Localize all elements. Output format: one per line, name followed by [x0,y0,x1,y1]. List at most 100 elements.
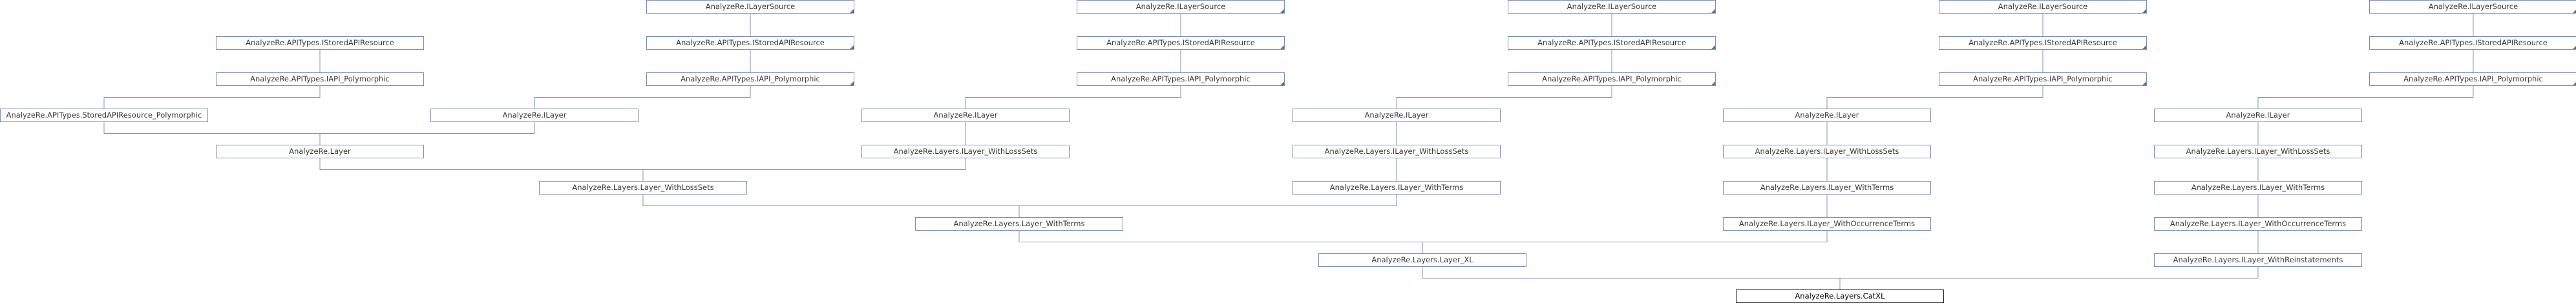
class-node-c5-ilwr[interactable]: AnalyzeRe.Layers.ILayer_WithReinstatemen… [2154,253,2362,267]
class-node-c1-ilayer[interactable]: AnalyzeRe.ILayer [430,109,639,122]
class-node-label: AnalyzeRe.ILayer [2226,110,2290,120]
class-node-label: AnalyzeRe.APITypes.StoredAPIResource_Pol… [6,110,202,120]
class-node-c5-isr[interactable]: AnalyzeRe.APITypes.IStoredAPIResource [2369,36,2576,50]
class-node-c0-layer[interactable]: AnalyzeRe.Layer [216,145,424,158]
class-node-c4-ilwls[interactable]: AnalyzeRe.Layers.ILayer_WithLossSets [1723,145,1931,158]
class-node-c5-ilayer[interactable]: AnalyzeRe.ILayer [2154,109,2362,122]
class-node-label: AnalyzeRe.APITypes.IStoredAPIResource [1106,38,1255,47]
class-node-c5-ilwt[interactable]: AnalyzeRe.Layers.ILayer_WithTerms [2154,181,2362,195]
external-link-marker-icon [2573,45,2576,49]
edge-c2_ilwls-to-c1_lwls [642,158,966,181]
class-node-label: AnalyzeRe.Layers.Layer_XL [1371,255,1473,264]
class-node-label: AnalyzeRe.Layers.ILayer_WithOccurrenceTe… [1738,219,1916,228]
class-node-c5-src[interactable]: AnalyzeRe.ILayerSource [2369,0,2576,14]
external-link-marker-icon [2142,9,2146,13]
class-node-c4-src[interactable]: AnalyzeRe.ILayerSource [1939,0,2147,14]
edge-c3_ilwt-to-c2_lwt [1019,195,1397,217]
class-node-c3-src[interactable]: AnalyzeRe.ILayerSource [1508,0,1716,14]
class-node-c5-ilwot[interactable]: AnalyzeRe.Layers.ILayer_WithOccurrenceTe… [2154,217,2362,231]
external-link-marker-icon [1711,81,1715,85]
edge-c4_poly-to-c4_ilayer [1826,86,2043,109]
edge-c2_poly-to-c2_ilayer [965,86,1181,109]
edge-c0_sarp-to-c0_layer [103,122,321,145]
external-link-marker-icon [850,45,854,49]
class-node-c3-lxl[interactable]: AnalyzeRe.Layers.Layer_XL [1318,253,1526,267]
class-node-label: AnalyzeRe.Layers.Layer_WithTerms [953,219,1085,228]
class-node-c0-isr[interactable]: AnalyzeRe.APITypes.IStoredAPIResource [216,36,424,50]
class-node-c4-poly[interactable]: AnalyzeRe.APITypes.IAPI_Polymorphic [1939,72,2147,86]
class-node-label: AnalyzeRe.APITypes.IStoredAPIResource [676,38,825,47]
class-node-label: AnalyzeRe.APITypes.IStoredAPIResource [2399,38,2548,47]
class-node-c0-sarp[interactable]: AnalyzeRe.APITypes.StoredAPIResource_Pol… [0,109,208,122]
edge-c5_ilwr-to-root [1839,267,2259,289]
class-node-label: AnalyzeRe.APITypes.IAPI_Polymorphic [1542,74,1682,83]
edge-c1_ilayer-to-c0_layer [319,122,535,145]
class-node-label: AnalyzeRe.ILayer [502,110,567,120]
class-node-label: AnalyzeRe.Layers.CatXL [1795,291,1885,300]
class-node-label: AnalyzeRe.Layers.ILayer_WithTerms [2191,183,2325,192]
class-node-c1-isr[interactable]: AnalyzeRe.APITypes.IStoredAPIResource [646,36,854,50]
class-node-c3-poly[interactable]: AnalyzeRe.APITypes.IAPI_Polymorphic [1508,72,1716,86]
edge-c5_poly-to-c5_ilayer [2257,86,2474,109]
external-link-marker-icon [1280,45,1284,49]
class-node-c2-lwt[interactable]: AnalyzeRe.Layers.Layer_WithTerms [915,217,1123,231]
external-link-marker-icon [2142,45,2146,49]
class-node-c2-src[interactable]: AnalyzeRe.ILayerSource [1077,0,1285,14]
edge-c5_src-to-c5_ilayer [2257,14,2474,109]
class-node-label: AnalyzeRe.APITypes.IAPI_Polymorphic [250,74,390,83]
class-node-label: AnalyzeRe.Layer [289,147,351,156]
class-node-label: AnalyzeRe.APITypes.IAPI_Polymorphic [1973,74,2113,83]
external-link-marker-icon [1711,45,1715,49]
class-node-label: AnalyzeRe.ILayerSource [1998,2,2088,11]
class-node-c2-ilwls[interactable]: AnalyzeRe.Layers.ILayer_WithLossSets [861,145,1070,158]
class-node-label: AnalyzeRe.APITypes.IStoredAPIResource [1537,38,1686,47]
edge-c4_ilwot-to-c3_lxl [1422,231,1828,253]
class-node-c4-ilwot[interactable]: AnalyzeRe.Layers.ILayer_WithOccurrenceTe… [1723,217,1931,231]
class-node-c2-poly[interactable]: AnalyzeRe.APITypes.IAPI_Polymorphic [1077,72,1285,86]
external-link-marker-icon [1711,9,1715,13]
class-node-c3-ilwt[interactable]: AnalyzeRe.Layers.ILayer_WithTerms [1293,181,1501,195]
class-node-c4-ilwt[interactable]: AnalyzeRe.Layers.ILayer_WithTerms [1723,181,1931,195]
class-node-c5-ilwls[interactable]: AnalyzeRe.Layers.ILayer_WithLossSets [2154,145,2362,158]
edge-c3_poly-to-c3_ilayer [1396,86,1612,109]
class-node-label: AnalyzeRe.APITypes.IAPI_Polymorphic [681,74,820,83]
edge-c3_lxl-to-root [1422,267,1841,289]
class-node-c3-ilayer[interactable]: AnalyzeRe.ILayer [1293,109,1501,122]
class-node-label: AnalyzeRe.Layers.ILayer_WithOccurrenceTe… [2170,219,2347,228]
class-node-c0-poly[interactable]: AnalyzeRe.APITypes.IAPI_Polymorphic [216,72,424,86]
class-node-label: AnalyzeRe.ILayerSource [2428,2,2518,11]
class-node-label: AnalyzeRe.ILayerSource [705,2,796,11]
edge-c1_src-to-c1_ilayer [534,14,751,109]
class-node-label: AnalyzeRe.ILayer [1364,110,1429,120]
class-node-c1-poly[interactable]: AnalyzeRe.APITypes.IAPI_Polymorphic [646,72,854,86]
class-node-label: AnalyzeRe.APITypes.IStoredAPIResource [246,38,394,47]
edge-c2_src-to-c2_ilayer [965,14,1181,109]
class-node-c1-lwls[interactable]: AnalyzeRe.Layers.Layer_WithLossSets [539,181,747,195]
class-node-label: AnalyzeRe.Layers.ILayer_WithLossSets [1324,147,1469,156]
class-node-c3-ilwls[interactable]: AnalyzeRe.Layers.ILayer_WithLossSets [1293,145,1501,158]
external-link-marker-icon [850,81,854,85]
edge-c2_lwt-to-c3_lxl [1019,231,1423,253]
class-node-c2-ilayer[interactable]: AnalyzeRe.ILayer [861,109,1070,122]
edge-c3_src-to-c3_ilayer [1396,14,1612,109]
external-link-marker-icon [2573,9,2576,13]
edge-c4_src-to-c4_ilayer [1826,14,2043,109]
class-node-root: AnalyzeRe.Layers.CatXL [1736,289,1944,303]
class-node-c3-isr[interactable]: AnalyzeRe.APITypes.IStoredAPIResource [1508,36,1716,50]
class-node-label: AnalyzeRe.APITypes.IAPI_Polymorphic [1111,74,1251,83]
class-node-c4-ilayer[interactable]: AnalyzeRe.ILayer [1723,109,1931,122]
class-node-label: AnalyzeRe.Layers.ILayer_WithTerms [1760,183,1894,192]
class-node-c5-poly[interactable]: AnalyzeRe.APITypes.IAPI_Polymorphic [2369,72,2576,86]
external-link-marker-icon [2142,81,2146,85]
class-node-label: AnalyzeRe.ILayer [1795,110,1859,120]
edge-c0_poly-to-c0_sarp [103,86,321,109]
class-node-c1-src[interactable]: AnalyzeRe.ILayerSource [646,0,854,14]
external-link-marker-icon [2573,81,2576,85]
class-node-label: AnalyzeRe.APITypes.IStoredAPIResource [1969,38,2117,47]
class-node-c2-isr[interactable]: AnalyzeRe.APITypes.IStoredAPIResource [1077,36,1285,50]
edge-c0_layer-to-c1_lwls [319,158,644,181]
class-node-label: AnalyzeRe.Layers.ILayer_WithLossSets [1755,147,1899,156]
class-node-label: AnalyzeRe.Layers.ILayer_WithReinstatemen… [2173,255,2343,264]
class-node-c4-isr[interactable]: AnalyzeRe.APITypes.IStoredAPIResource [1939,36,2147,50]
